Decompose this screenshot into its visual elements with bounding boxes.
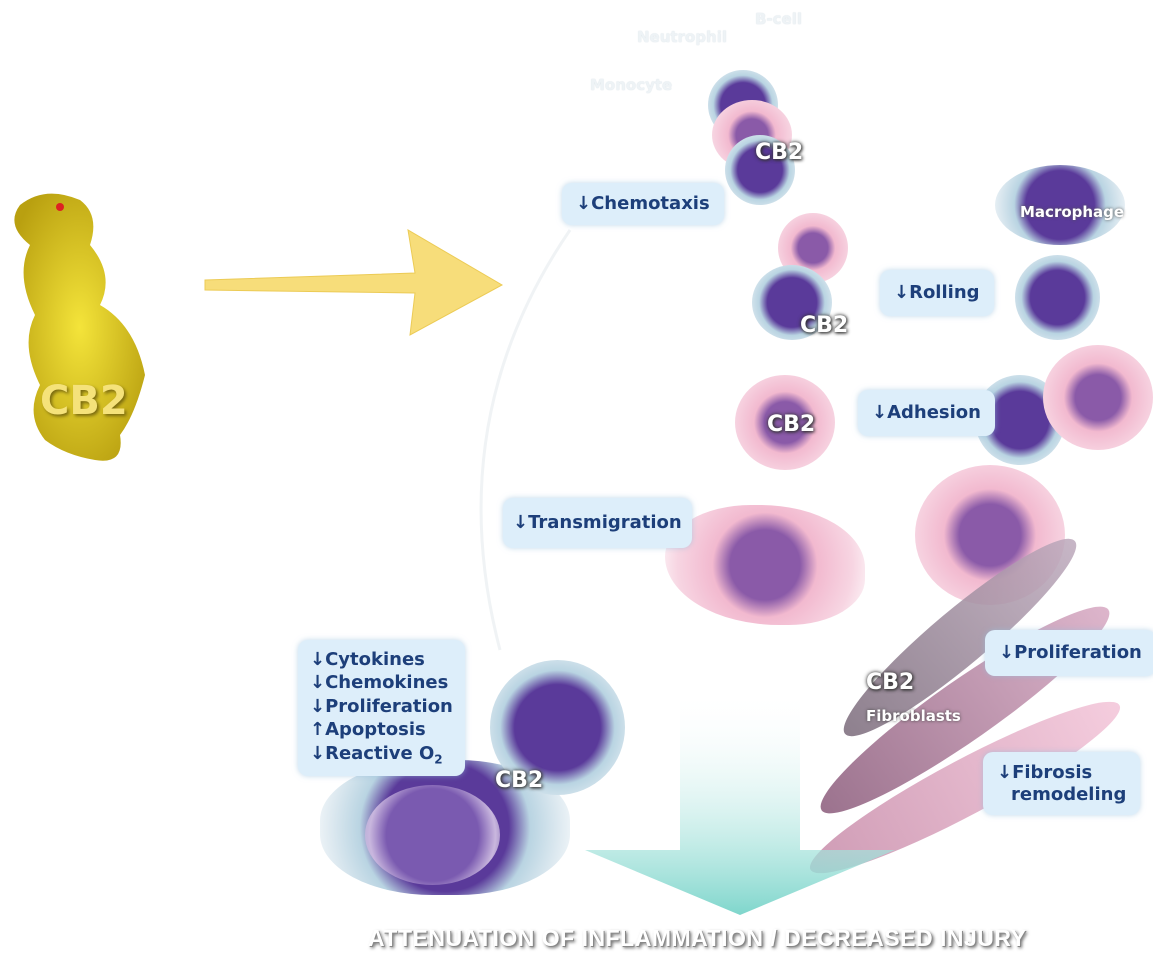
outcome-title: ATTENUATION OF INFLAMMATION / DECREASED … (368, 925, 1027, 951)
proliferation-callout: ↓Proliferation (985, 630, 1153, 676)
macrophage-label: Macrophage (1020, 203, 1125, 221)
yellow-arrow-icon (204, 229, 504, 336)
effect-reactive-subscript: 2 (434, 752, 443, 767)
transmigrating-neutrophil (665, 505, 865, 625)
connector-curve (479, 229, 572, 651)
cb2-label-adhesion: CB2 (767, 412, 816, 437)
fibrosis-callout: ↓Fibrosis remodeling (983, 752, 1141, 816)
lymphocyte-cell (1015, 255, 1100, 340)
cb2-receptor-protein (14, 193, 145, 461)
fibrosis-line1: ↓Fibrosis (997, 762, 1093, 783)
effect-cytokines: ↓Cytokines (310, 649, 425, 670)
monocyte-label: Monocyte (590, 76, 673, 94)
cb2-label-top: CB2 (755, 140, 804, 165)
rolling-cell (752, 265, 832, 340)
monocyte (725, 135, 795, 205)
bcell-label: B-cell (755, 10, 803, 28)
outcome-arrow-icon (585, 690, 895, 915)
fibrosis-line2: remodeling (1011, 783, 1127, 805)
macrophage-effects-callout: ↓Cytokines ↓Chemokines ↓Proliferation ↑A… (298, 640, 465, 776)
effect-apoptosis: ↑Apoptosis (310, 719, 426, 741)
receptor-label: CB2 (40, 378, 128, 424)
effect-chemokines: ↓Chemokines (310, 672, 449, 694)
rolling-callout: ↓Rolling (880, 270, 994, 316)
cb2-label-rolling: CB2 (800, 313, 849, 338)
cb2-label-fibroblast: CB2 (866, 670, 915, 695)
effect-reactive-o2: ↓Reactive O2 (310, 742, 453, 768)
macrophage-nucleus (365, 785, 500, 885)
effect-proliferation: ↓Proliferation (310, 695, 453, 717)
adhesion-callout: ↓Adhesion (858, 390, 995, 436)
effect-reactive-text: ↓Reactive O (310, 742, 435, 764)
chemotaxis-callout: ↓Chemotaxis (562, 183, 724, 225)
neutrophil-label: Neutrophil (637, 28, 727, 46)
cb2-label-macrophage: CB2 (495, 768, 544, 793)
macrophage-cell (995, 165, 1125, 245)
transmigration-callout: ↓Transmigration (503, 498, 692, 548)
monocyte-bottom (490, 660, 625, 795)
adhesion-neutrophil-2 (1043, 345, 1153, 450)
adhesion-neutrophil (735, 375, 835, 470)
fibroblasts-label: Fibroblasts (866, 707, 961, 725)
